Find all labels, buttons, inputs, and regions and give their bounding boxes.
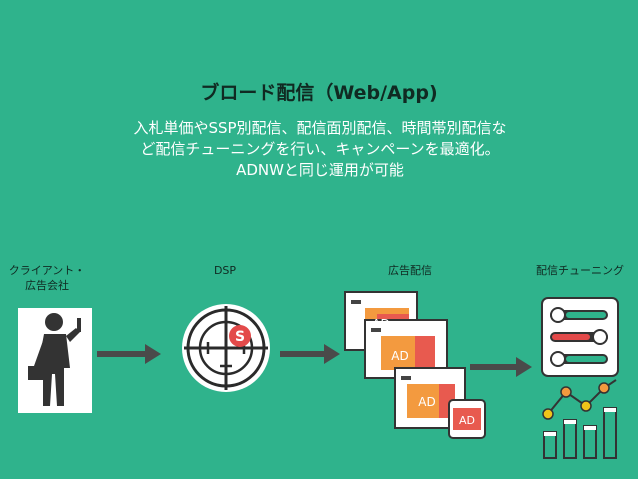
ad-text-1: AD bbox=[372, 317, 389, 331]
tuning-label: 配信チューニング bbox=[536, 264, 624, 277]
ad-text-2: AD bbox=[391, 349, 408, 363]
description-line-3: ADNWと同じ運用が可能 bbox=[236, 161, 404, 179]
description-line-2: ど配信チューニングを行い、キャンペーンを最適化。 bbox=[140, 140, 500, 158]
ad-text-phone: AD bbox=[459, 414, 475, 427]
ad-windows-icon: AD AD AD AD bbox=[344, 291, 486, 439]
crosshair-target-icon: S bbox=[182, 304, 270, 392]
flow-arrow-2 bbox=[280, 344, 340, 364]
dsp-badge-letter: S bbox=[235, 329, 245, 345]
ad-delivery-label: 広告配信 bbox=[388, 264, 432, 277]
slide-title: ブロード配信（Web/App) bbox=[200, 82, 438, 104]
flow-arrow-1 bbox=[97, 344, 161, 364]
businessman-icon bbox=[18, 308, 92, 413]
slide-description: 入札単価やSSP別配信、配信面別配信、時間帯別配信な ど配信チューニングを行い、… bbox=[60, 118, 580, 181]
flow-arrow-3 bbox=[470, 357, 532, 377]
ad-text-3: AD bbox=[418, 395, 435, 409]
client-label-line-1: クライアント・ bbox=[8, 264, 86, 277]
client-label-line-2: 広告会社 bbox=[25, 279, 69, 292]
description-line-1: 入札単価やSSP別配信、配信面別配信、時間帯別配信な bbox=[133, 119, 507, 137]
tuning-dashboard-icon bbox=[541, 297, 619, 459]
client-label: クライアント・ 広告会社 bbox=[2, 263, 92, 293]
dsp-label: DSP bbox=[213, 264, 237, 277]
